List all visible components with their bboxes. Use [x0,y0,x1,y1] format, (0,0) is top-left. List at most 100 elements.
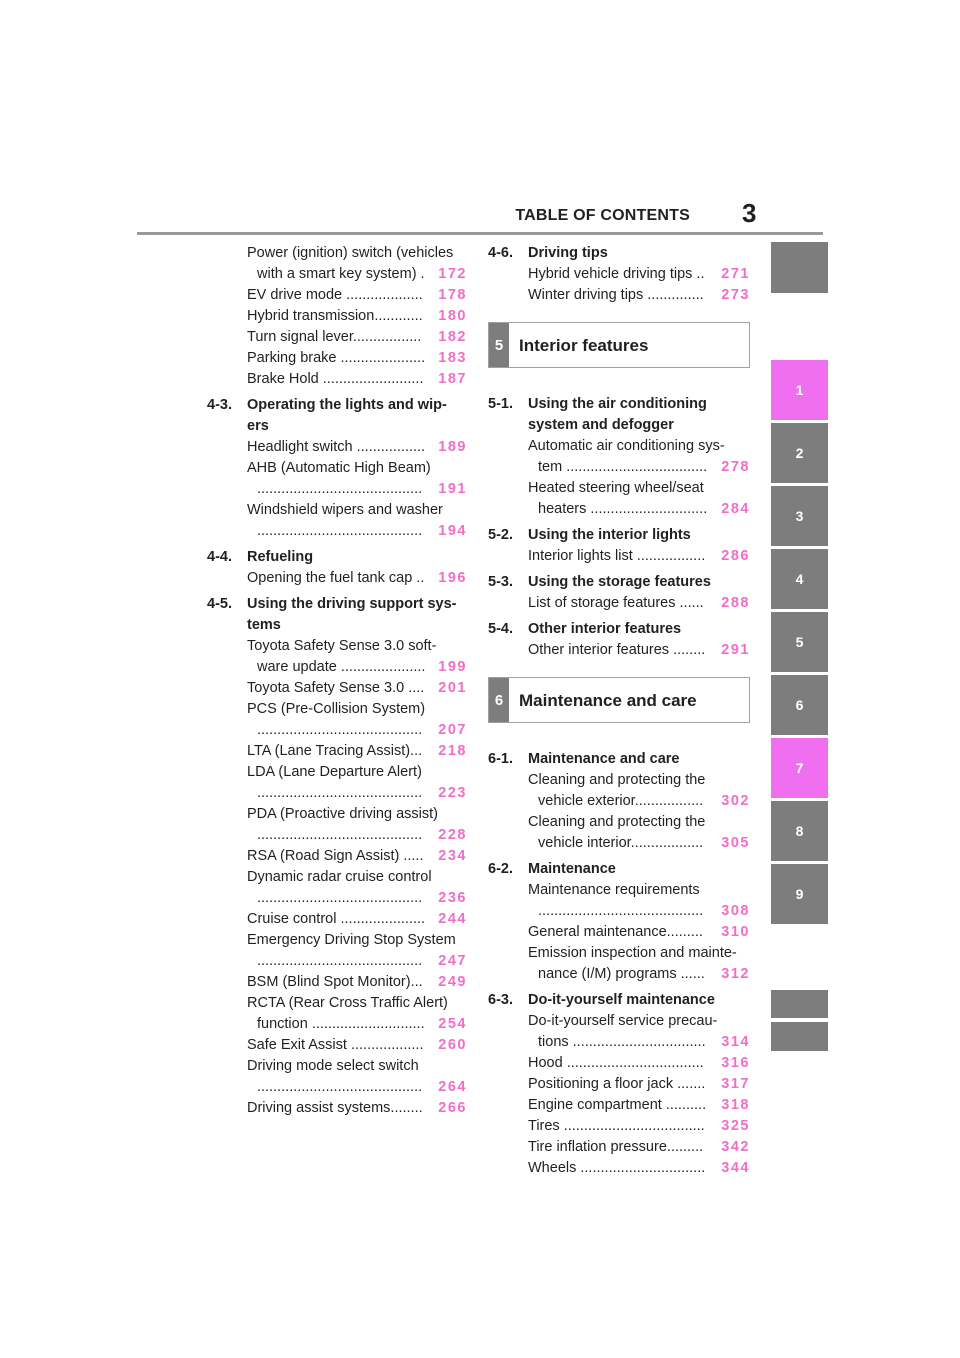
toc-entry[interactable]: Cruise control .....................244 [207,909,467,930]
toc-entry[interactable]: RSA (Road Sign Assist) .....234 [207,846,467,867]
toc-page-link[interactable]: 264 [438,1079,467,1095]
toc-entry[interactable]: General maintenance.........310 [488,922,750,943]
toc-page-link[interactable]: 196 [438,570,467,586]
chapter-tab-7[interactable]: 7 [771,738,828,798]
chapter-tab-9[interactable]: 9 [771,864,828,924]
toc-page-link[interactable]: 180 [438,308,467,324]
toc-entry[interactable]: Wheels ...............................34… [488,1158,750,1179]
chapter-tab-1[interactable]: 1 [771,360,828,420]
toc-page-link[interactable]: 244 [438,911,467,927]
toc-page-link[interactable]: 260 [438,1037,467,1053]
toc-page-link[interactable]: 254 [438,1016,467,1032]
chapter-tab-2[interactable]: 2 [771,423,828,483]
toc-entry[interactable]: LDA (Lane Departure Alert)..............… [207,762,467,804]
toc-entry[interactable]: Parking brake .....................183 [207,348,467,369]
toc-page-link[interactable]: 310 [721,924,750,940]
toc-page-link[interactable]: 302 [721,793,750,809]
toc-page-link[interactable]: 286 [721,548,750,564]
toc-page-link[interactable]: 249 [438,974,467,990]
toc-entry[interactable]: BSM (Blind Spot Monitor)...249 [207,972,467,993]
toc-entry[interactable]: Safe Exit Assist ..................260 [207,1035,467,1056]
toc-entry[interactable]: Driving assist systems........266 [207,1098,467,1119]
toc-entry[interactable]: RCTA (Rear Cross Traffic Alert)function … [207,993,467,1035]
toc-entry[interactable]: Toyota Safety Sense 3.0 soft-ware update… [207,636,467,678]
toc-entry[interactable]: Driving mode select switch..............… [207,1056,467,1098]
toc-page-link[interactable]: 228 [438,827,467,843]
toc-entry[interactable]: EV drive mode ...................178 [207,285,467,306]
toc-page-link[interactable]: 207 [438,722,467,738]
toc-page-link[interactable]: 218 [438,743,467,759]
toc-page-link[interactable]: 278 [721,459,750,475]
toc-entry[interactable]: Engine compartment ..........318 [488,1095,750,1116]
toc-entry[interactable]: PCS (Pre-Collision System)..............… [207,699,467,741]
toc-entry[interactable]: Tire inflation pressure.........342 [488,1137,750,1158]
toc-page-link[interactable]: 288 [721,595,750,611]
chapter-tab-6[interactable]: 6 [771,675,828,735]
toc-entry[interactable]: Toyota Safety Sense 3.0 ....201 [207,678,467,699]
toc-page-link[interactable]: 284 [721,501,750,517]
toc-entry[interactable]: LTA (Lane Tracing Assist)...218 [207,741,467,762]
toc-page-link[interactable]: 342 [721,1139,750,1155]
toc-page-link[interactable]: 187 [438,371,467,387]
toc-page-link[interactable]: 247 [438,953,467,969]
toc-entry[interactable]: Dynamic radar cruise control............… [207,867,467,909]
toc-page-link[interactable]: 236 [438,890,467,906]
toc-page-link[interactable]: 312 [721,966,750,982]
toc-page-link[interactable]: 325 [721,1118,750,1134]
toc-page-link[interactable]: 316 [721,1055,750,1071]
toc-entry[interactable]: PDA (Proactive driving assist)..........… [207,804,467,846]
section-number: 6-2. [488,861,513,877]
toc-entry[interactable]: AHB (Automatic High Beam)...............… [207,458,467,500]
toc-page-link[interactable]: 291 [721,642,750,658]
chapter-tab-8[interactable]: 8 [771,801,828,861]
toc-page-link[interactable]: 199 [438,659,467,675]
chapter-tab-3[interactable]: 3 [771,486,828,546]
toc-entry[interactable]: Tires ..................................… [488,1116,750,1137]
toc-page-link[interactable]: 271 [721,266,750,282]
toc-entry[interactable]: Positioning a floor jack .......317 [488,1074,750,1095]
toc-page-link[interactable]: 223 [438,785,467,801]
toc-entry[interactable]: Headlight switch .................189 [207,437,467,458]
toc-page-link[interactable]: 317 [721,1076,750,1092]
toc-entry[interactable]: Turn signal lever.................182 [207,327,467,348]
toc-entry[interactable]: Other interior features ........291 [488,640,750,661]
toc-page-link[interactable]: 191 [438,481,467,497]
toc-page-link[interactable]: 344 [721,1160,750,1176]
toc-entry[interactable]: Emergency Driving Stop System...........… [207,930,467,972]
toc-entry[interactable]: Hybrid vehicle driving tips ..271 [488,264,750,285]
toc-page-link[interactable]: 305 [721,835,750,851]
toc-page-link[interactable]: 182 [438,329,467,345]
toc-entry[interactable]: Hybrid transmission............180 [207,306,467,327]
chapter-tab-4[interactable]: 4 [771,549,828,609]
toc-entry[interactable]: Interior lights list .................28… [488,546,750,567]
toc-entry[interactable]: Maintenance requirements................… [488,880,750,922]
toc-entry[interactable]: Winter driving tips ..............273 [488,285,750,306]
toc-page-link[interactable]: 178 [438,287,467,303]
toc-page-link[interactable]: 314 [721,1034,750,1050]
toc-entry[interactable]: Do-it-yourself service precau-tions ....… [488,1011,750,1053]
toc-page-link[interactable]: 234 [438,848,467,864]
chapter-tab-5[interactable]: 5 [771,612,828,672]
section-heading: 6-2.Maintenance [488,859,750,880]
toc-page-link[interactable]: 183 [438,350,467,366]
toc-entry[interactable]: Brake Hold .........................187 [207,369,467,390]
toc-entry[interactable]: Hood ..................................3… [488,1053,750,1074]
toc-page-link[interactable]: 318 [721,1097,750,1113]
toc-page-link[interactable]: 189 [438,439,467,455]
toc-entry[interactable]: List of storage features ......288 [488,593,750,614]
toc-entry[interactable]: Automatic air conditioning sys-tem .....… [488,436,750,478]
toc-page-link[interactable]: 308 [721,903,750,919]
toc-page-link[interactable]: 172 [438,266,467,282]
toc-entry[interactable]: Emission inspection and mainte-nance (I/… [488,943,750,985]
toc-page-link[interactable]: 266 [438,1100,467,1116]
toc-page-link[interactable]: 194 [438,523,467,539]
toc-page-link[interactable]: 201 [438,680,467,696]
toc-entry[interactable]: Opening the fuel tank cap ..196 [207,568,467,589]
toc-page-link[interactable]: 273 [721,287,750,303]
toc-entry[interactable]: Windshield wipers and washer............… [207,500,467,542]
toc-entry-line: Driving mode select switch [247,1056,467,1077]
